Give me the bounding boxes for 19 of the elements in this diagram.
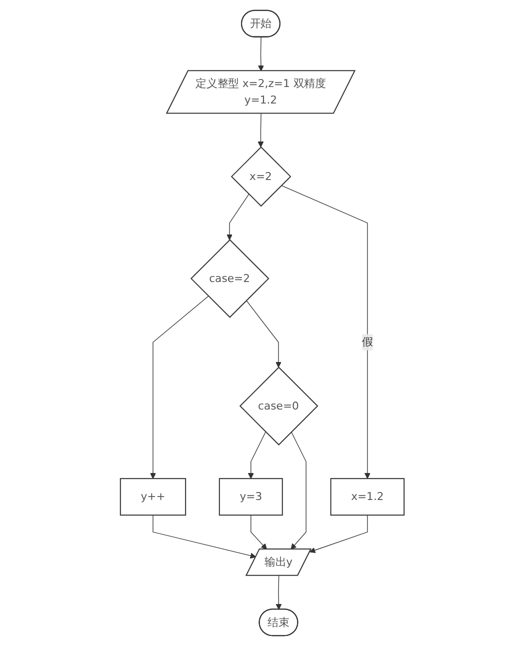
- arrow: [248, 432, 266, 479]
- arrow: [258, 36, 264, 72]
- arrow: [290, 432, 307, 550]
- arrow: [281, 185, 371, 479]
- node-diamond: case=2: [190, 239, 270, 318]
- node-box: y=3: [219, 478, 284, 516]
- edge-label: 假: [362, 336, 374, 348]
- arrow: [258, 113, 264, 148]
- arrow: [250, 514, 268, 550]
- node-diamond: x=2: [231, 146, 292, 207]
- arrow: [150, 296, 209, 479]
- arrow: [246, 300, 282, 368]
- node-box: y++: [120, 478, 186, 516]
- arrow: [310, 514, 368, 554]
- arrow: [276, 575, 282, 610]
- arrow: [152, 514, 256, 559]
- node-box: x=1.2: [330, 478, 405, 516]
- node-diamond: case=0: [240, 366, 318, 446]
- arrow: [226, 194, 250, 240]
